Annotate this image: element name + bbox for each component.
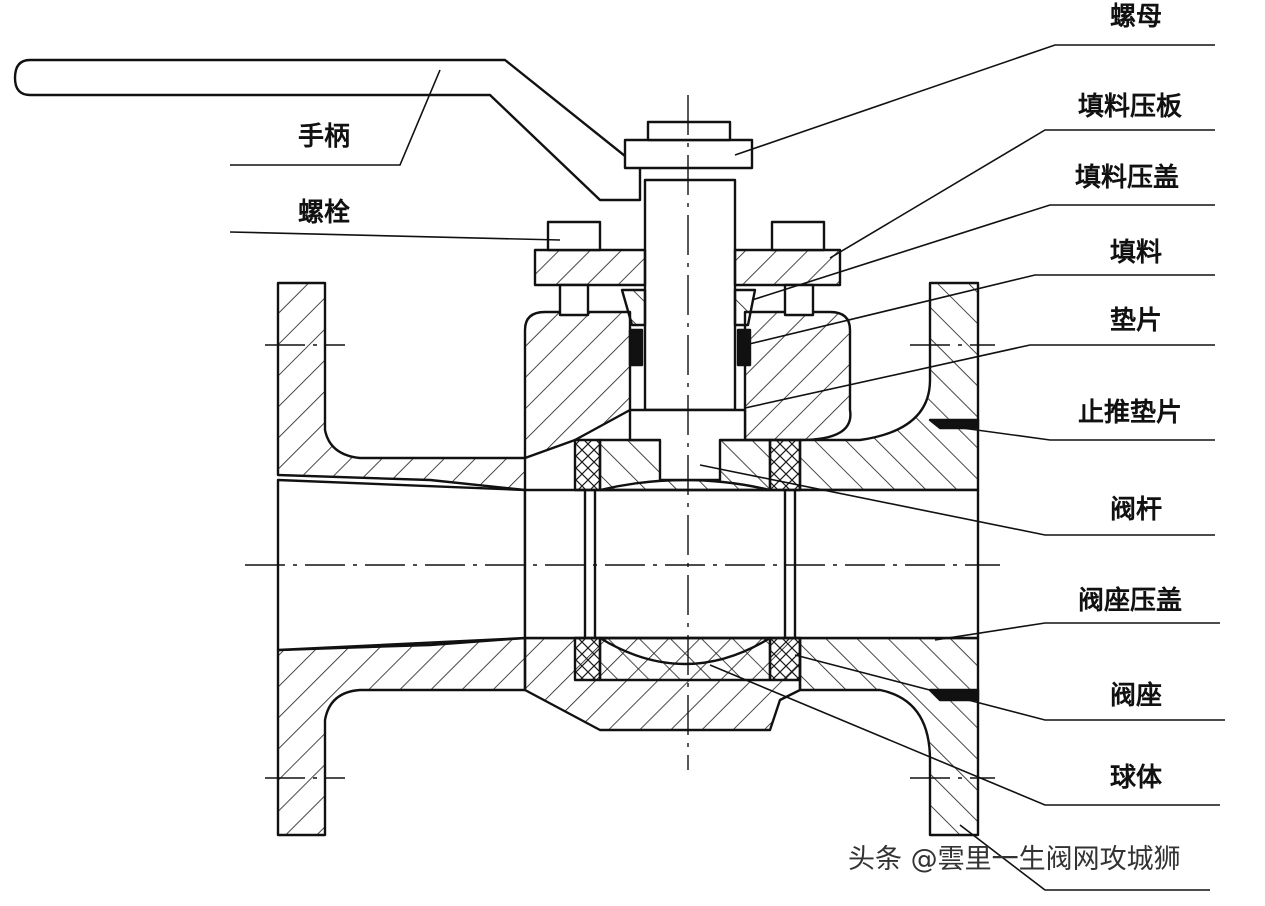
packing-right: [736, 328, 752, 367]
leader-qiuti: [709, 664, 1220, 806]
label-luoshuan: 螺栓: [298, 198, 351, 228]
packing-gland-left: [620, 288, 647, 327]
leader-fagan: [699, 464, 1215, 536]
bolt-right: [770, 220, 826, 252]
leader-luomu: [734, 44, 1215, 156]
leader-dianpian: [744, 344, 1215, 409]
seat-right-bottom: [768, 636, 802, 682]
label-luomu: 螺母: [1110, 2, 1163, 32]
label-qiuti: 球体: [1110, 763, 1163, 793]
leader-luoshuan: [229, 231, 561, 241]
seat-left-bottom: [573, 636, 602, 682]
packing-left: [628, 328, 644, 367]
stem-part: [643, 178, 737, 412]
handle-part: [13, 58, 642, 202]
label-fazuo-yagai: 阀座压盖: [1078, 586, 1183, 616]
label-dianpian: 垫片: [1110, 306, 1163, 336]
leader-fazuo: [794, 654, 1225, 721]
leader-yaban: [829, 129, 1215, 259]
label-tianliao-yagai: 填料压盖: [1075, 163, 1180, 193]
leader-shoubing: [230, 69, 441, 166]
leader-tianliao: [744, 274, 1215, 346]
packing-gland-right: [733, 288, 757, 327]
gland-plate: [533, 248, 647, 287]
bolt-left: [546, 220, 602, 252]
label-fagan: 阀杆: [1110, 495, 1163, 525]
leader-zhitui: [939, 424, 1215, 441]
watermark-text: 头条 @雲里一生阀网攻城狮: [848, 844, 1181, 875]
label-shoubing: 手柄: [298, 122, 351, 152]
valve-body-top: [523, 310, 632, 460]
seat-left-top: [573, 438, 602, 492]
label-tianliao-yaban: 填料压板: [1078, 92, 1183, 122]
label-fazuo: 阀座: [1110, 681, 1163, 711]
label-tianliao: 填料: [1110, 238, 1163, 268]
leader-fazuoyagai: [934, 622, 1220, 641]
left-flange: [276, 281, 527, 492]
label-zhitui-dianpian: 止推垫片: [1078, 398, 1183, 428]
leader-yagai: [751, 204, 1215, 301]
